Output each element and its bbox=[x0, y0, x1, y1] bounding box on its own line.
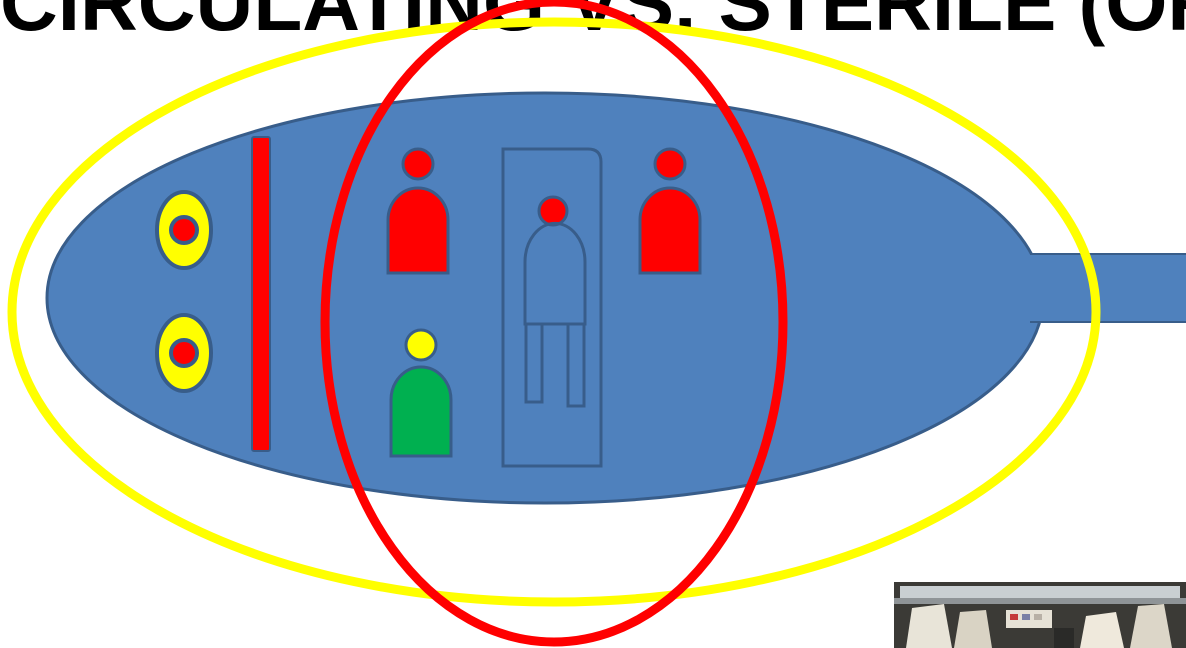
person-icon bbox=[640, 188, 700, 273]
person-head bbox=[406, 330, 436, 360]
person-head bbox=[655, 149, 685, 179]
light-top-center bbox=[171, 217, 197, 243]
room-floor bbox=[47, 93, 1043, 503]
person-icon bbox=[391, 367, 451, 456]
operating-room-photo bbox=[894, 582, 1186, 648]
person-icon bbox=[388, 188, 448, 273]
light-bottom-center bbox=[171, 340, 197, 366]
sterile-partition bbox=[252, 137, 270, 451]
person-head bbox=[403, 149, 433, 179]
room-exit-corridor bbox=[1030, 254, 1186, 322]
patient-head bbox=[539, 197, 567, 225]
